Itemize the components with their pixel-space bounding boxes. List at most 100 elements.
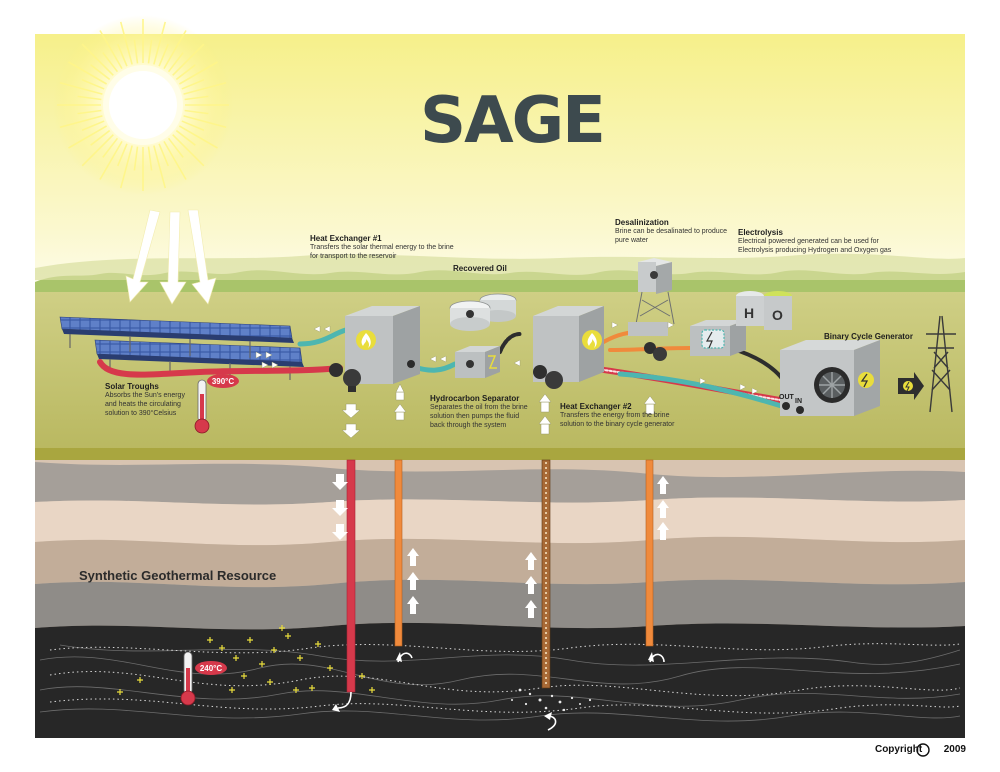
copyright-text: Copyright — [874, 744, 923, 755]
power-output-arrow — [898, 372, 924, 400]
heat-sparkle — [309, 685, 315, 691]
callout-title: Recovered Oil — [453, 264, 507, 273]
copyright-icon — [916, 743, 930, 757]
production-well-2 — [645, 459, 665, 663]
sun-ray — [181, 79, 205, 90]
heat-sparkle — [285, 633, 291, 639]
heat-sparkle — [207, 637, 213, 643]
oxygen-tank: O — [764, 291, 792, 330]
surface-temperature: 390°C — [212, 377, 235, 386]
sun-ray — [178, 61, 218, 85]
sun-ray — [184, 95, 209, 101]
sun-ray — [102, 52, 119, 73]
sun-ray — [59, 81, 103, 95]
bedrock-dotted-lines — [49, 643, 961, 714]
callout-electrolysis: Electrolysis Electrical powered generate… — [738, 228, 898, 255]
heat-sparkle — [267, 679, 273, 685]
out-port-label: OUT — [779, 394, 795, 401]
pylon-icon — [926, 315, 956, 413]
well-flow-arrows — [332, 474, 669, 618]
copyright-year: 2009 — [943, 744, 966, 755]
heat-sparkle — [229, 687, 235, 693]
sun-ray — [81, 120, 105, 131]
callout-desc: Electrical powered generated can be used… — [738, 238, 892, 254]
sun-ray — [178, 125, 218, 149]
sun-icon — [53, 15, 233, 195]
hydrogen-tank: H — [736, 291, 764, 326]
callout-desc: Transfers the solar thermal energy to th… — [310, 244, 454, 260]
strata-band-3 — [35, 536, 965, 588]
copyright: Copyright © 2009 — [875, 744, 966, 755]
h-symbol: H — [744, 305, 754, 321]
heat-sparkle — [327, 665, 333, 671]
callout-desc: Absorbs the Sun's energy and heats the c… — [105, 392, 185, 417]
sun-ray — [117, 143, 128, 167]
pump-1 — [329, 363, 361, 392]
callout-title: Electrolysis — [738, 228, 783, 237]
sun-ray — [163, 30, 187, 70]
resource-label: Synthetic Geothermal Resource — [79, 568, 277, 583]
callout-title: Binary Cycle Generator — [824, 332, 913, 341]
heat-sparkle — [233, 655, 239, 661]
sun-ray — [119, 145, 133, 189]
heat-sparkles — [117, 625, 375, 695]
oil-drop-icon — [466, 310, 474, 318]
hydrocarbon-separator — [455, 346, 500, 378]
sun-ray — [81, 79, 105, 90]
sun-ray — [167, 137, 184, 158]
callout-desc: Transfers the energy from the brine solu… — [560, 412, 675, 428]
solar-troughs — [59, 316, 304, 380]
surface-flow-arrows — [255, 321, 759, 395]
sun-ray — [133, 146, 139, 171]
heat-sparkle — [369, 687, 375, 693]
underground-temperature: 240°C — [200, 664, 223, 673]
sun-ray — [183, 115, 227, 129]
sun-ray — [147, 39, 153, 64]
sun-ray — [59, 115, 103, 129]
heat-sparkle — [241, 673, 247, 679]
sun-ray — [90, 64, 111, 81]
callout-title: Desalinization — [615, 218, 669, 227]
sun-ray — [68, 61, 108, 85]
thermometer-icon: 240°C — [180, 651, 227, 706]
heat-sparkle — [137, 677, 143, 683]
pump-2 — [533, 365, 563, 389]
lightning-icon — [705, 331, 713, 349]
recovered-oil-tanks — [449, 293, 517, 331]
o-symbol: O — [772, 307, 783, 323]
callout-desc: Separates the oil from the brine solutio… — [430, 404, 528, 429]
water-drop-icon — [650, 271, 658, 279]
heat-sparkle — [247, 637, 253, 643]
heat-sparkle — [279, 625, 285, 631]
fracture-dots — [511, 688, 592, 712]
heat-sparkle — [297, 655, 303, 661]
bedrock — [35, 622, 965, 738]
strata-band-4 — [35, 579, 965, 630]
sage-logo: SAGE — [420, 84, 606, 158]
callout-recovered-oil: Recovered Oil — [453, 264, 533, 273]
sun-ray — [183, 81, 227, 95]
sun-ray — [175, 64, 196, 81]
sun-ray — [153, 145, 167, 189]
callout-hydrocarbon-separator: Hydrocarbon Separator Separates the oil … — [430, 394, 530, 430]
sun-ray — [167, 52, 184, 73]
lightning-icon — [858, 372, 874, 388]
heat-exchanger-1 — [345, 306, 420, 384]
sun-ray — [77, 95, 102, 101]
sunlight-arrows — [125, 209, 217, 305]
sun-ray — [102, 137, 119, 158]
heat-sparkle — [219, 645, 225, 651]
callout-title: Hydrocarbon Separator — [430, 394, 520, 403]
callout-title: Solar Troughs — [105, 382, 159, 391]
sun-ray — [172, 43, 205, 76]
heat-sparkle — [271, 647, 277, 653]
strata-band-2 — [35, 497, 965, 546]
sun-ray — [81, 43, 114, 76]
heat-sparkle — [359, 673, 365, 679]
sun-ray — [117, 43, 128, 67]
sun-ray — [184, 109, 209, 115]
sun-ray — [172, 134, 205, 167]
callout-title: Heat Exchanger #2 — [560, 402, 632, 411]
pump-3 — [644, 342, 667, 361]
